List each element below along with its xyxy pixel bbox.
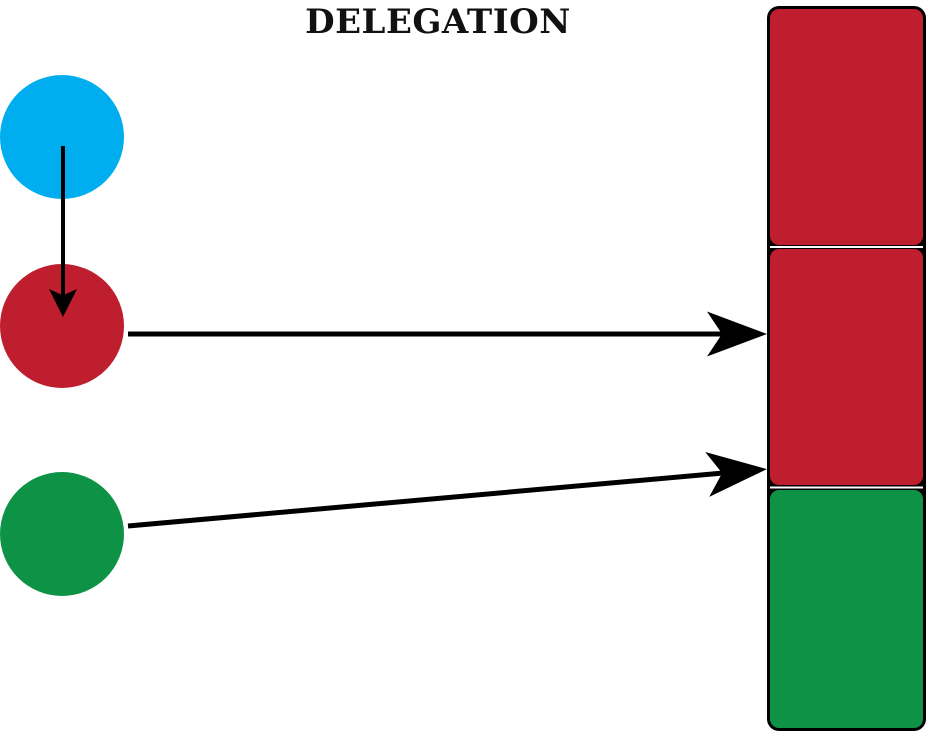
stack-segment-top	[770, 9, 923, 245]
red-object	[0, 264, 124, 388]
diagram-title: DELEGATION	[305, 2, 571, 42]
arrow-green-to-stack	[127, 452, 767, 529]
stack-segment-middle	[770, 249, 923, 485]
green-object	[0, 472, 124, 596]
blue-object	[0, 75, 124, 199]
stack-segment-bottom	[770, 490, 923, 728]
